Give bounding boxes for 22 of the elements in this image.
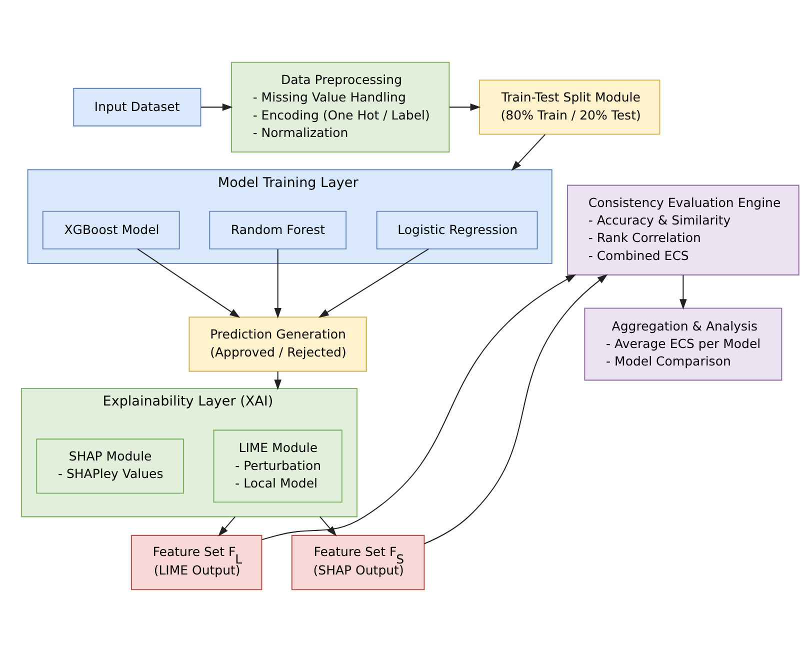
- arrow: [679, 275, 686, 310]
- arrow: [510, 134, 546, 171]
- node-box: Random Forest: [208, 210, 346, 250]
- node-box: Input Dataset: [72, 88, 201, 126]
- node-box: Prediction Generation (Approved / Rejected): [188, 316, 366, 372]
- node-box: LIME Module - Perturbation - Local Model: [212, 430, 342, 503]
- arrow: [136, 248, 240, 318]
- arrow: [274, 372, 281, 390]
- node-box: XGBoost Model: [42, 210, 180, 250]
- arrow: [449, 104, 480, 111]
- node-box: SHAP Module - SHAPley Values: [36, 438, 184, 494]
- node-box: Aggregation & Analysis - Average ECS per Model - Model Comparison: [584, 308, 782, 381]
- arrow: [200, 104, 232, 111]
- arrow: [318, 248, 428, 318]
- arrow: [274, 249, 281, 318]
- node-box: Consistency Evaluation Engine - Accuracy & Similarity - Rank Correlation - Combined ECS: [566, 184, 799, 276]
- arrow: [261, 274, 576, 540]
- node-box: Data Preprocessing - Missing Value Handling - Encoding (One Hot / Label) - Normalization: [230, 62, 450, 152]
- arrow: [218, 516, 236, 536]
- node-box: Logistic Regression: [376, 210, 538, 250]
- node-box: Train-Test Split Module (80% Train / 20% Test): [478, 80, 660, 135]
- arrow: [424, 274, 608, 544]
